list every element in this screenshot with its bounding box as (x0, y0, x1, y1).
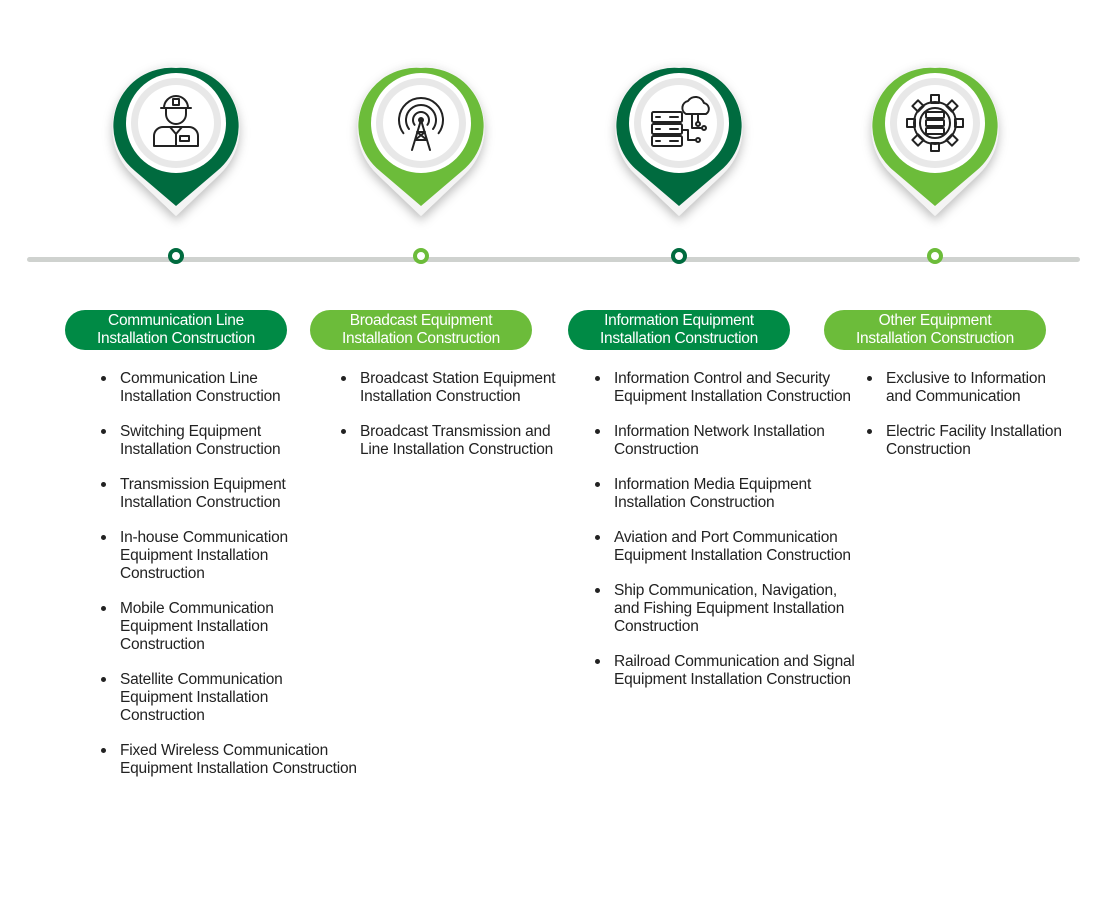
list-item-text: Equipment Installation (120, 689, 269, 706)
list-item-text: Ship Communication, Navigation, (614, 582, 837, 599)
list-item-text: Equipment Installation Construction (614, 671, 851, 688)
location-pin-marker (108, 60, 244, 220)
location-pin-marker (867, 60, 1003, 220)
list-item-text: Construction (120, 565, 205, 582)
list-item-text: Installation Construction (614, 494, 775, 511)
category-title-line: Communication Line (108, 312, 244, 329)
gear-server-icon (906, 94, 964, 152)
list-item-text: Equipment Installation (120, 547, 269, 564)
list-item-text: Installation Construction (360, 388, 521, 405)
location-pin-marker (353, 60, 489, 220)
category-title-line: Other Equipment (878, 312, 992, 329)
category-title-line: Installation Construction (600, 330, 758, 347)
list-item-text: Construction (120, 707, 205, 724)
list-item-text: Construction (120, 636, 205, 653)
list-item-text: Fixed Wireless Communication (120, 742, 329, 759)
list-item-text: Information Control and Security (614, 370, 830, 387)
list-item-text: Equipment Installation (120, 618, 269, 635)
list-item-text: Railroad Communication and Signal (614, 653, 855, 670)
list-item-text: Switching Equipment (120, 423, 261, 440)
list-item-text: Communication Line (120, 370, 258, 387)
list-item-text: Equipment Installation Construction (120, 760, 357, 777)
server-cloud-icon (651, 96, 710, 147)
list-item-text: Exclusive to Information (886, 370, 1046, 387)
list-item-text: Equipment Installation Construction (614, 547, 851, 564)
list-item-text: and Communication (886, 388, 1021, 405)
list-item-text: Construction (614, 618, 699, 635)
antenna-tower-icon (398, 97, 444, 151)
list-item-text: Line Installation Construction (360, 441, 554, 458)
list-item-text: Installation Construction (120, 441, 281, 458)
category-title-line: Installation Construction (856, 330, 1014, 347)
list-item-text: Broadcast Transmission and (360, 423, 551, 440)
list-item-text: Construction (614, 441, 699, 458)
list-item-text: Installation Construction (120, 388, 281, 405)
list-item-text: Aviation and Port Communication (614, 529, 838, 546)
category-title-line: Broadcast Equipment (349, 312, 493, 329)
timeline-dot (413, 248, 429, 264)
category-title-line: Installation Construction (97, 330, 255, 347)
location-pin-marker (611, 60, 747, 220)
list-item-text: Transmission Equipment (120, 476, 286, 493)
list-item-text: Information Media Equipment (614, 476, 812, 493)
list-item-text: and Fishing Equipment Installation (614, 600, 845, 617)
list-item-text: In-house Communication (120, 529, 288, 546)
worker-icon (153, 95, 199, 147)
pin-shape (871, 64, 999, 216)
category-title-line: Information Equipment (604, 312, 754, 329)
category-title-line: Installation Construction (342, 330, 500, 347)
timeline-dot (671, 248, 687, 264)
list-item: Ship Communication, Navigation,and Fishi… (595, 582, 855, 636)
list-item-text: Installation Construction (120, 494, 281, 511)
timeline-line (27, 257, 1080, 262)
list-item-text: Broadcast Station Equipment (360, 370, 556, 387)
timeline-dot (927, 248, 943, 264)
list-item-text: Mobile Communication (120, 600, 274, 617)
list-item-text: Construction (886, 441, 971, 458)
timeline-dot (168, 248, 184, 264)
list-item-text: Electric Facility Installation (886, 423, 1062, 440)
list-item-text: Information Network Installation (614, 423, 825, 440)
list-item-text: Satellite Communication (120, 671, 283, 688)
list-item-text: Equipment Installation Construction (614, 388, 851, 405)
